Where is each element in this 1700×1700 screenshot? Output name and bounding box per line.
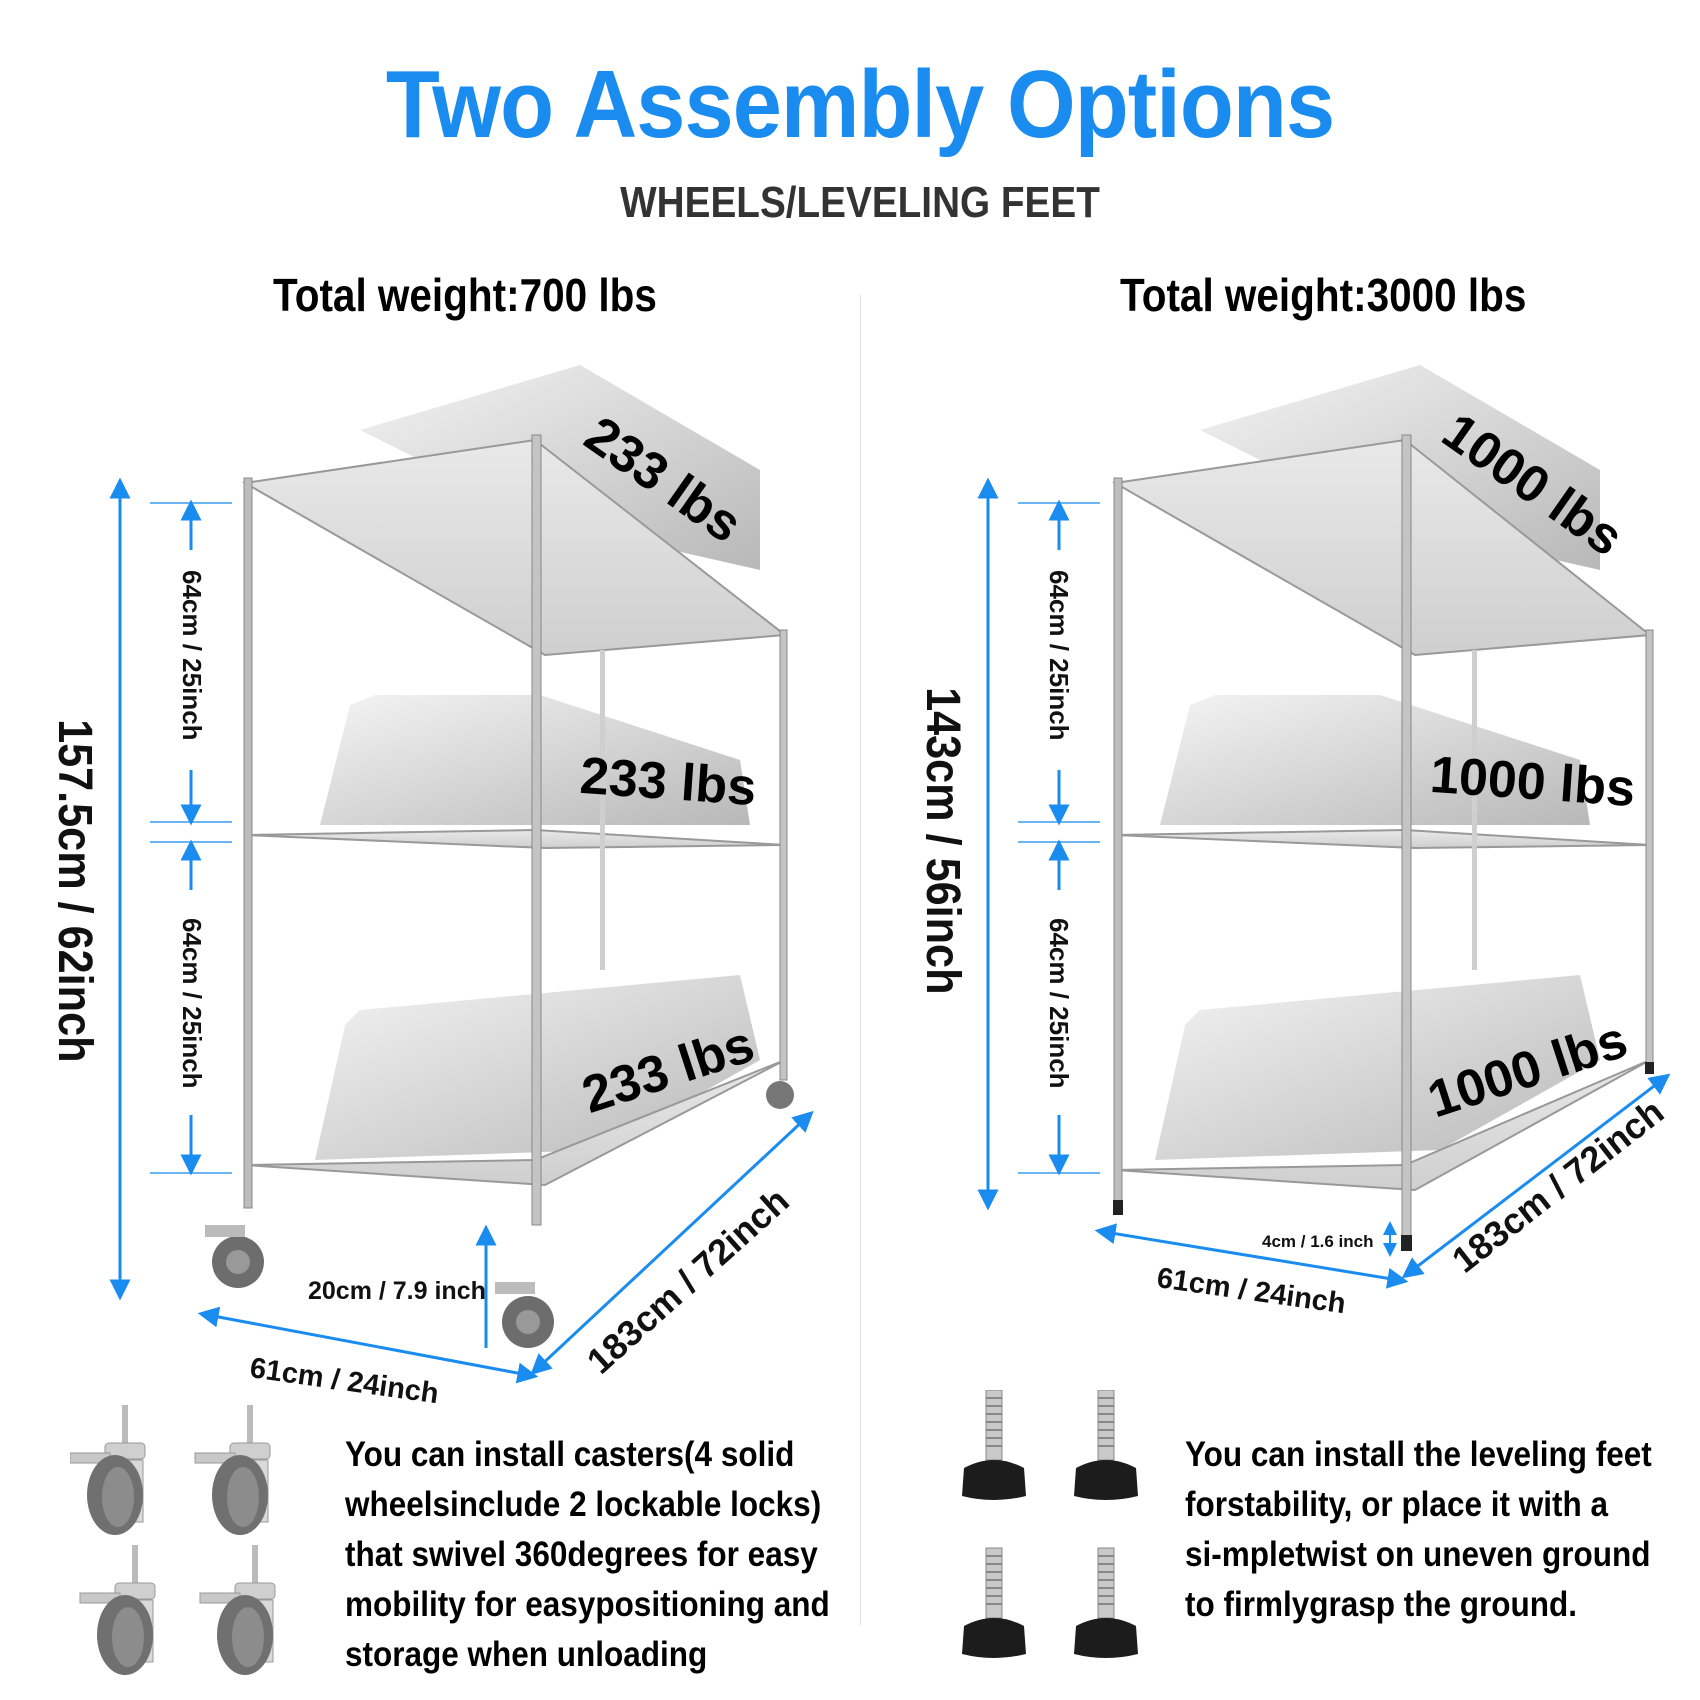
page-subtitle: WHEELS/LEVELING FEET <box>620 178 1100 227</box>
caster-description-line: mobility for easypositioning and <box>345 1585 830 1624</box>
left-shelf-load-middle: 233 lbs <box>578 746 759 818</box>
caster-description-line: storage when unloading <box>345 1635 708 1674</box>
caster-description-line: that swivel 360degrees for easy <box>345 1535 818 1574</box>
page-title: Two Assembly Options <box>385 51 1335 158</box>
left-shelf-gap-upper-label: 64cm / 25inch <box>177 570 207 741</box>
column-divider <box>860 295 861 1625</box>
caster-front-left <box>205 1225 264 1288</box>
leveling-foot-description: You can install the leveling feet forsta… <box>1185 1430 1652 1630</box>
caster-wheel-icon <box>70 1405 340 1675</box>
right-shelf-gap-lower-label: 64cm / 25inch <box>1044 918 1074 1089</box>
leveling-foot-description-line: to firmlygrasp the ground. <box>1185 1585 1578 1624</box>
left-shelf-gap-lower-label: 64cm / 25inch <box>177 918 207 1089</box>
right-foot-height-label: 4cm / 1.6 inch <box>1262 1232 1374 1251</box>
wire-shelf-with-leveling-feet-illustration <box>977 365 1671 1289</box>
caster-description-line: wheelsinclude 2 lockable locks) <box>345 1485 822 1524</box>
left-height-total-label: 157.5cm / 62inch <box>48 719 101 1063</box>
right-shelf-diagram <box>860 0 1700 1400</box>
left-total-weight: Total weight:700 lbs <box>273 269 657 321</box>
leveling-foot-icon <box>960 1390 1160 1680</box>
caster-description: You can install casters(4 solid wheelsin… <box>345 1430 830 1680</box>
caster-description-line: You can install casters(4 solid <box>345 1435 795 1474</box>
right-height-total-label: 143cm / 56inch <box>916 687 969 995</box>
leveling-foot-description-line: si-mpletwist on uneven ground <box>1185 1535 1651 1574</box>
caster-front-right <box>495 1282 554 1348</box>
left-ground-clearance-label: 20cm / 7.9 inch <box>308 1277 486 1305</box>
leveling-foot-description-line: forstability, or place it with a <box>1185 1485 1608 1524</box>
left-shelf-diagram <box>0 0 860 1400</box>
right-total-weight: Total weight:3000 lbs <box>1120 269 1527 321</box>
right-shelf-gap-upper-label: 64cm / 25inch <box>1044 570 1074 741</box>
leveling-foot-description-line: You can install the leveling feet <box>1185 1435 1652 1474</box>
wire-shelf-with-casters-illustration <box>109 365 814 1384</box>
